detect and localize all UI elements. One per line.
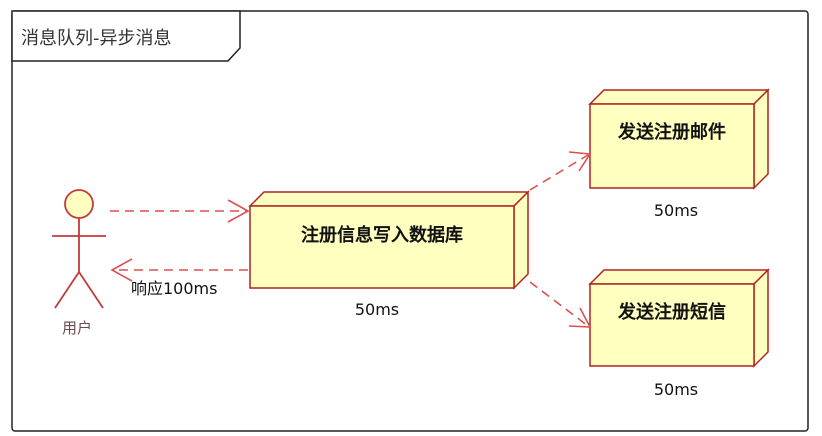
node-db-time: 50ms (355, 300, 399, 319)
node-sms-time: 50ms (654, 380, 698, 399)
response-label: 响应100ms (131, 279, 217, 298)
node-sms-side (753, 268, 769, 368)
actor-label: 用户 (62, 319, 92, 337)
node-email-label: 发送注册邮件 (617, 121, 726, 143)
actor-left-leg (54, 271, 80, 309)
user-actor[interactable]: 用户 (52, 189, 106, 337)
arrow-db-to-sms (529, 281, 592, 328)
arrow-db-to-user (110, 258, 248, 282)
node-email[interactable]: 发送注册邮件 (588, 88, 770, 190)
node-email-top (588, 89, 770, 105)
diagram-title: 消息队列-异步消息 (21, 28, 172, 49)
node-sms[interactable]: 发送注册短信 (588, 268, 770, 368)
title-tab (11, 10, 241, 62)
node-email-side (753, 88, 769, 190)
node-sms-label: 发送注册短信 (617, 301, 726, 323)
arrow-db-to-email (529, 151, 592, 191)
node-db-front (249, 205, 515, 289)
actor-head (64, 189, 94, 219)
node-sms-top (588, 269, 770, 285)
node-db-top (248, 191, 530, 207)
node-email-front (589, 103, 755, 189)
node-db[interactable]: 注册信息写入数据库 (248, 190, 530, 290)
node-email-time: 50ms (654, 201, 698, 220)
actor-right-leg (78, 271, 104, 309)
node-sms-front (589, 283, 755, 367)
arrow-user-to-db (110, 199, 250, 223)
node-db-side (513, 190, 529, 290)
node-db-label: 注册信息写入数据库 (301, 224, 463, 246)
